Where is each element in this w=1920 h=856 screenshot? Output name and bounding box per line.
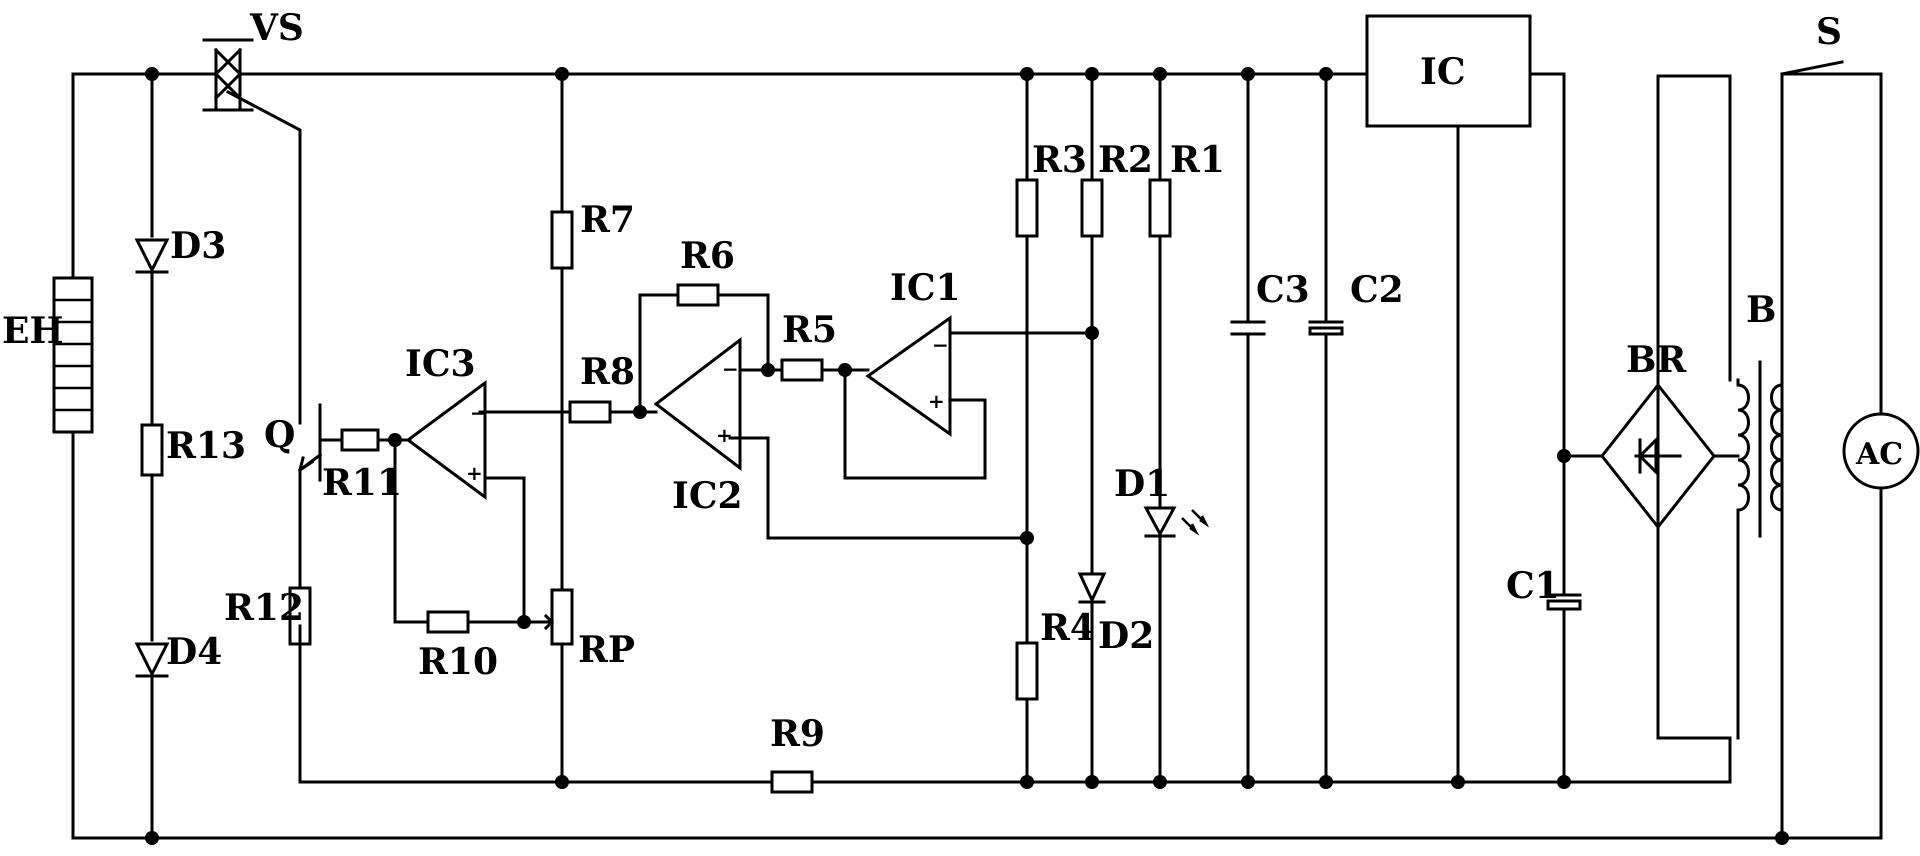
capacitor-c1 [1546,593,1582,611]
resistor-r7 [550,210,574,270]
ac-source [1842,412,1920,490]
resistor-r6 [676,283,720,307]
label-b: B [1746,289,1776,331]
resistor-r4 [1015,641,1039,701]
label-r13: R13 [166,425,246,467]
svg-text:+: + [716,423,733,447]
label-ic2: IC2 [672,475,743,517]
opamp-ic1: − + [865,315,952,437]
label-ic1: IC1 [890,267,961,309]
triac-vs [202,38,254,112]
label-r1: R1 [1170,139,1225,181]
label-ic3: IC3 [405,343,476,385]
transistor-q-arrow [297,456,315,473]
svg-text:−: − [932,333,949,357]
label-r5: R5 [782,309,837,351]
opamp-ic3: − + [405,380,487,500]
resistor-r1 [1148,178,1172,238]
resistor-r8 [568,400,612,424]
diode-d2 [1077,572,1107,604]
label-r10: R10 [418,641,498,683]
potentiometer-rp [532,588,574,646]
svg-text:+: + [928,389,945,413]
label-r3: R3 [1032,139,1087,181]
label-c2: C2 [1350,269,1404,311]
resistor-r11 [340,428,380,452]
label-c3: C3 [1256,269,1310,311]
label-r4: R4 [1040,607,1095,649]
regulator-ic [1365,14,1532,128]
capacitor-c3 [1230,320,1266,336]
capacitor-c2 [1308,320,1344,336]
label-r9: R9 [770,713,825,755]
svg-text:−: − [470,401,487,425]
label-vs: VS [249,7,304,49]
label-r8: R8 [580,351,635,393]
switch-s [1780,60,1844,76]
resistor-r9 [770,770,814,794]
wires [71,72,1883,840]
bridge-rectifier-br [1600,378,1740,740]
component-labels: VS EH D3 R13 D4 Q R11 R12 IC3 R10 R7 RP … [2,7,1903,755]
resistor-r2 [1080,178,1104,238]
diode-d3 [134,238,170,274]
label-ac: AC [1855,437,1903,472]
heater-eh [52,276,94,434]
label-rp: RP [578,629,635,671]
diode-d4 [134,642,170,678]
label-d4: D4 [166,631,222,673]
label-d1: D1 [1114,463,1170,505]
resistor-r5 [780,358,824,382]
transformer-b [1736,360,1784,538]
label-r6: R6 [680,235,735,277]
label-r11: R11 [322,462,402,504]
junction-dots [145,67,1789,845]
resistor-r3 [1015,178,1039,238]
opamp-ic2: − + [653,336,742,472]
led-d1 [1143,506,1210,538]
label-d2: D2 [1098,615,1154,657]
label-ic: IC [1420,51,1466,93]
label-d3: D3 [170,225,226,267]
label-r12: R12 [224,587,304,629]
resistor-r13 [140,423,164,477]
label-br: BR [1626,339,1687,381]
resistor-r12 [288,586,312,646]
label-r2: R2 [1098,139,1153,181]
label-r7: R7 [580,199,635,241]
svg-text:−: − [722,357,739,381]
label-c1: C1 [1506,565,1560,607]
label-q: Q [264,414,295,456]
resistor-r10 [426,610,470,634]
label-eh: EH [2,310,63,352]
label-s: S [1816,11,1842,53]
svg-text:+: + [466,461,483,485]
